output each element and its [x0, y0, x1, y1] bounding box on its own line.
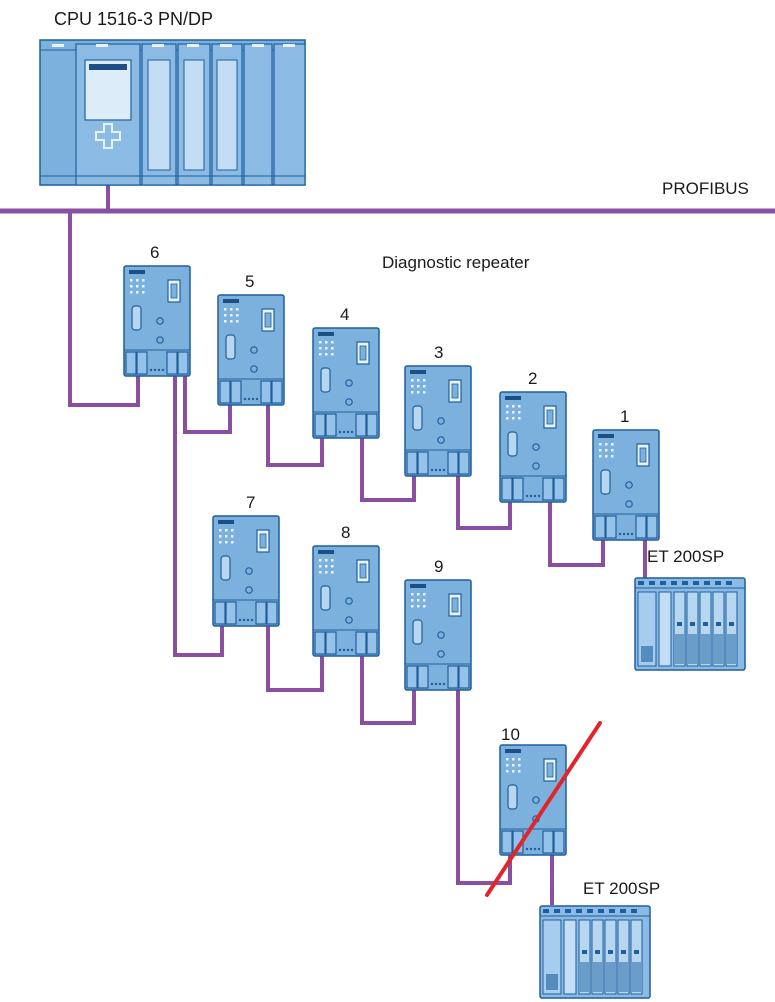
repeater-number: 4: [340, 305, 349, 324]
repeater-9: 9: [404, 557, 472, 691]
repeater-number: 10: [501, 725, 520, 744]
cable-9-to-10: [456, 690, 512, 885]
repeater-number: 8: [341, 523, 350, 542]
diagnostic-repeater-label: Diagnostic repeater: [382, 253, 530, 272]
profibus-label: PROFIBUS: [662, 179, 749, 198]
cable-6-to-5: [183, 375, 232, 434]
cables: [0, 185, 775, 905]
et200sp-label: ET 200SP: [647, 547, 724, 566]
repeater-5: 5: [217, 272, 285, 406]
repeater-4: 4: [312, 305, 380, 439]
repeater-1: 1: [592, 407, 660, 541]
repeater-10: 10: [499, 725, 567, 856]
cpu-label: CPU 1516-3 PN/DP: [54, 9, 213, 29]
cable-7-to-8: [266, 625, 324, 692]
repeater-number: 7: [246, 493, 255, 512]
repeater-2: 2: [499, 369, 567, 503]
repeater-number: 1: [620, 407, 629, 426]
repeater-number: 5: [245, 272, 254, 291]
cable-4-to-3: [360, 437, 416, 502]
repeater-number: 9: [434, 557, 443, 576]
et200sp-station-2: [539, 905, 651, 999]
repeater-number: 3: [434, 343, 443, 362]
repeater-number: 6: [150, 243, 159, 262]
repeater-3: 3: [404, 343, 472, 477]
cable-5-to-4: [266, 405, 324, 467]
fault-strike-line: [485, 721, 602, 897]
repeater-6: 6: [123, 243, 191, 377]
cable-3-to-2: [456, 475, 512, 530]
repeater-8: 8: [312, 523, 380, 657]
cable-bus-to-6: [68, 211, 140, 407]
cable-6-to-7: [173, 375, 224, 657]
cpu-module: [39, 39, 306, 186]
et200sp-station-1: [634, 577, 746, 671]
et200sp-label: ET 200SP: [583, 879, 660, 898]
repeater-7: 7: [212, 493, 280, 627]
cable-2-to-1: [548, 500, 605, 567]
repeater-number: 2: [528, 369, 537, 388]
cable-8-to-9: [360, 655, 416, 725]
